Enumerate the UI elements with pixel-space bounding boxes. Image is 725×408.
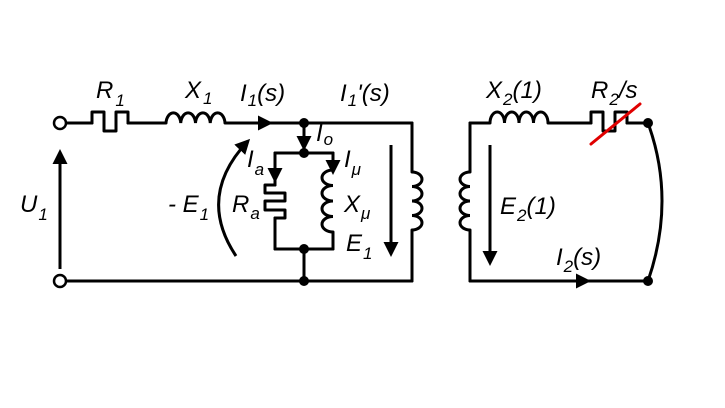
node-shunt-top xyxy=(299,148,309,158)
transformer-primary-winding xyxy=(411,170,424,232)
variable-resistor-slash xyxy=(589,102,642,146)
label-ia: Ia xyxy=(247,146,264,179)
label-minus-e1: - E1 xyxy=(168,191,209,224)
label-i2s: I2(s) xyxy=(556,244,601,276)
label-xmu: Xμ xyxy=(343,191,371,223)
node-secondary-top xyxy=(643,118,653,128)
inductor-xmu xyxy=(320,168,334,234)
label-i1s: I1(s) xyxy=(240,80,285,110)
node-shunt-bottom xyxy=(299,244,309,254)
inductor-x2 xyxy=(488,110,550,124)
minus-e1-arrow xyxy=(217,138,251,257)
resistor-r1 xyxy=(90,110,130,133)
terminal-bottom xyxy=(52,273,68,289)
label-e2-1: E2(1) xyxy=(500,193,556,225)
label-x2-1: X2(1) xyxy=(485,77,542,109)
label-u1: U1 xyxy=(20,191,48,224)
inductor-x1 xyxy=(164,111,227,124)
label-ra: Ra xyxy=(232,191,260,223)
label-r2-s: R2/s xyxy=(591,77,637,109)
node-top-junction xyxy=(299,118,309,128)
label-i1prime-s: I1'(s) xyxy=(340,80,390,110)
label-imu: Iμ xyxy=(344,146,362,179)
terminal-top xyxy=(52,115,68,131)
resistor-ra xyxy=(263,183,287,220)
label-i0: Io xyxy=(316,120,333,149)
node-secondary-bottom xyxy=(643,276,653,286)
node-bottom-junction xyxy=(299,276,309,286)
transformer-secondary-winding xyxy=(458,170,471,232)
label-e1: E1 xyxy=(346,230,372,263)
